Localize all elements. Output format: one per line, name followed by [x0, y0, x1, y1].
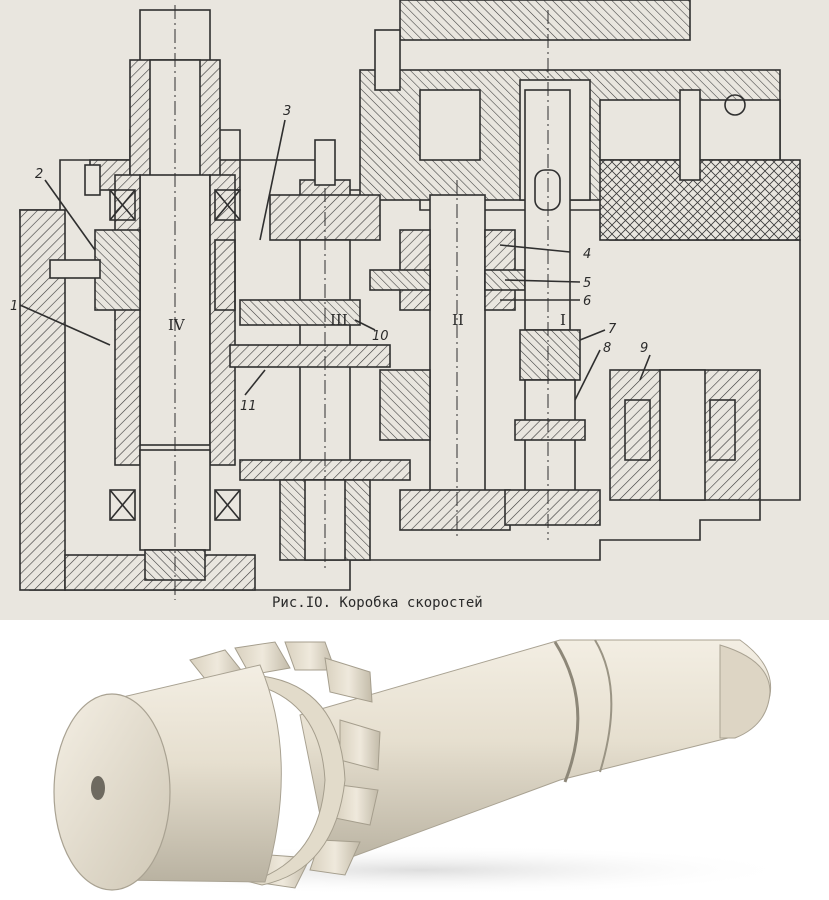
shaft-labels: IV III II I	[168, 311, 566, 334]
shaft-label-i: I	[560, 311, 566, 329]
callout-2: 2	[35, 167, 43, 182]
shaft-label-iv: IV	[168, 316, 186, 334]
callout-5: 5	[583, 276, 591, 291]
callout-labels: 1 2 3 4 5 6 7 8 9 10 11	[10, 104, 648, 414]
callout-4: 4	[583, 247, 591, 262]
gear-shaft-image	[40, 639, 800, 895]
shaft-3d-render	[0, 620, 829, 900]
shaft-label-ii: II	[452, 311, 464, 329]
figure-caption: Рис.IO. Коробка скоростей	[272, 595, 483, 611]
gearbox-section-drawing: 1 2 3 4 5 6 7 8 9 10 11 IV III II I Рис.…	[10, 0, 801, 611]
callout-8: 8	[603, 341, 611, 356]
center-hole	[91, 776, 105, 800]
end-face	[53, 693, 171, 891]
technical-drawing: 1 2 3 4 5 6 7 8 9 10 11 IV III II I Рис.…	[0, 0, 829, 620]
callout-6: 6	[583, 294, 591, 309]
callout-7: 7	[608, 322, 617, 337]
callout-3: 3	[283, 104, 291, 119]
callout-10: 10	[372, 329, 389, 344]
callout-9: 9	[640, 341, 648, 356]
callout-11: 11	[240, 399, 257, 414]
shaft-label-iii: III	[330, 311, 348, 329]
callout-1: 1	[10, 299, 18, 314]
